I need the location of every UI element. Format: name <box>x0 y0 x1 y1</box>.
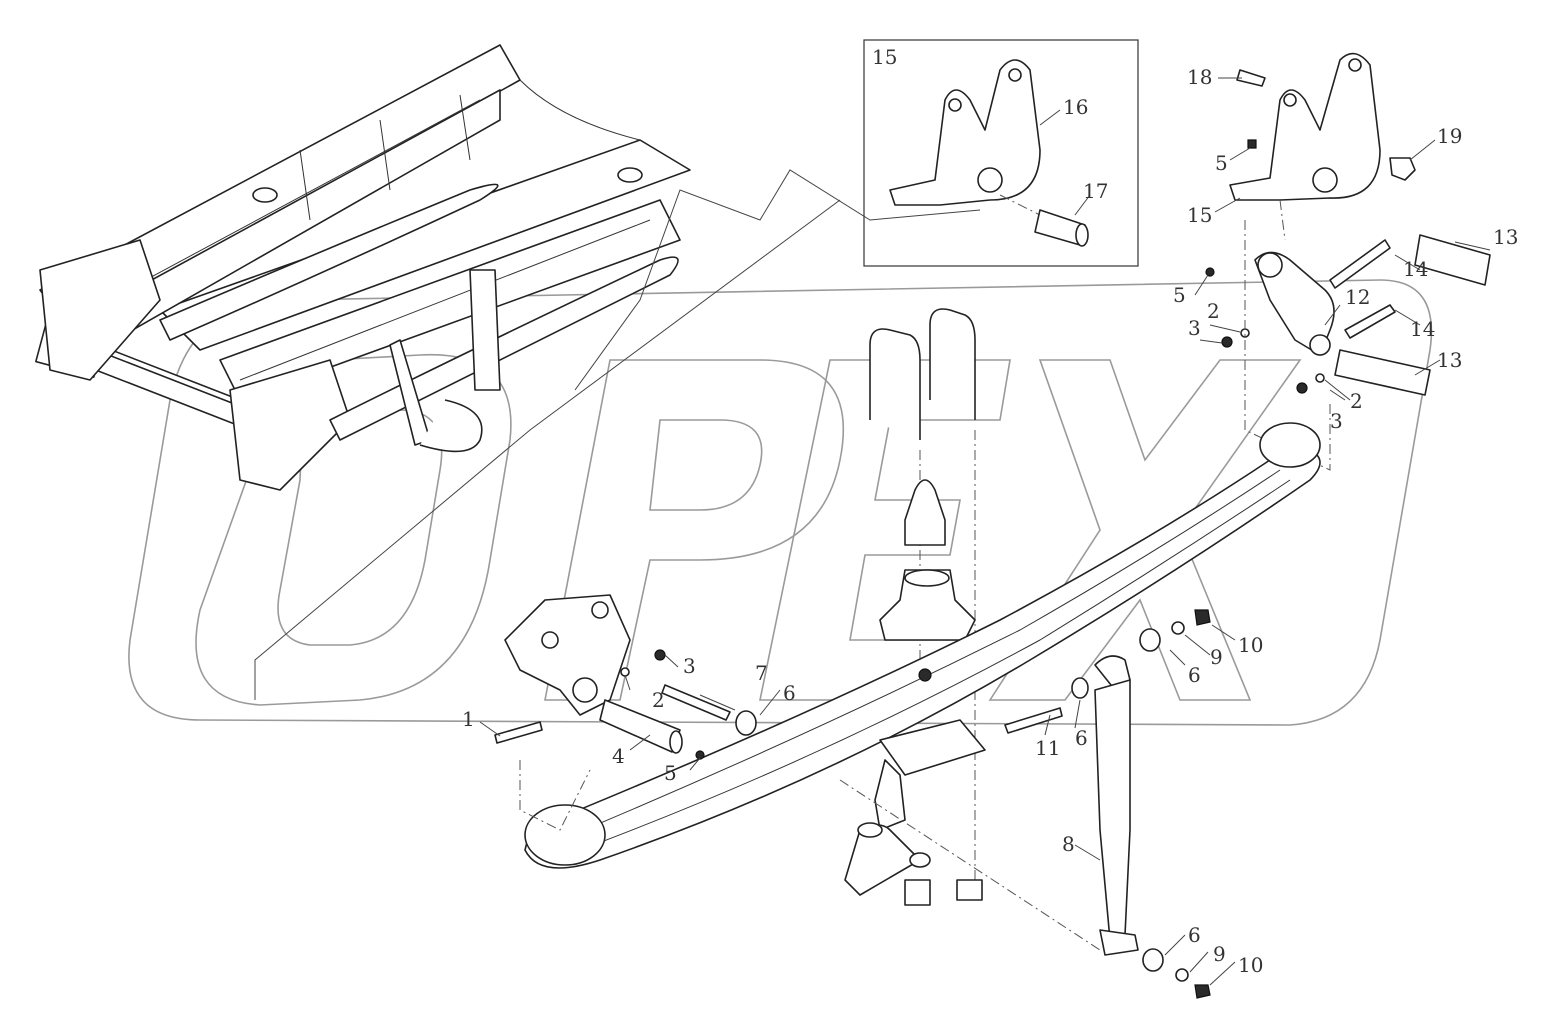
axle-seat <box>844 668 986 906</box>
spring-shackle <box>1205 199 1491 471</box>
callout-3: 3 <box>1188 316 1201 340</box>
callout-3: 3 <box>683 654 696 678</box>
spring-bracket <box>1229 52 1416 201</box>
callout-5: 5 <box>1215 151 1228 175</box>
callout-18: 18 <box>1187 65 1212 89</box>
callout-5: 5 <box>664 761 677 785</box>
callout-7: 7 <box>755 661 768 685</box>
u-bolts <box>869 308 976 880</box>
leaf-spring <box>524 422 1321 869</box>
front-hanger <box>504 594 631 831</box>
callout-labels: 1 2 2 2 3 3 3 4 5 5 5 6 6 6 6 7 8 9 9 10… <box>462 45 1518 977</box>
callout-leaders <box>479 77 1491 986</box>
callout-9: 9 <box>1210 645 1223 669</box>
callout-11: 11 <box>1035 736 1060 760</box>
callout-8: 8 <box>1062 832 1075 856</box>
callout-6: 6 <box>1075 726 1088 750</box>
callout-12: 12 <box>1345 285 1370 309</box>
callout-13: 13 <box>1437 348 1462 372</box>
callout-2: 2 <box>652 688 665 712</box>
front-fasteners <box>494 649 757 760</box>
callout-16: 16 <box>1063 95 1088 119</box>
shock-absorber <box>839 609 1211 999</box>
callout-17: 17 <box>1083 179 1108 203</box>
bump-stop <box>879 479 976 641</box>
callout-14: 14 <box>1403 257 1428 281</box>
callout-10: 10 <box>1238 953 1263 977</box>
callout-14: 14 <box>1410 317 1435 341</box>
inset-frame <box>863 39 1139 267</box>
callout-9: 9 <box>1213 942 1226 966</box>
callout-6: 6 <box>1188 923 1201 947</box>
callout-3: 3 <box>1330 409 1343 433</box>
chassis-frame-assembly <box>35 44 691 491</box>
callout-13: 13 <box>1493 225 1518 249</box>
callout-4: 4 <box>612 744 625 768</box>
callout-6: 6 <box>783 681 796 705</box>
callout-10: 10 <box>1238 633 1263 657</box>
spring-bracket-inset <box>889 59 1089 247</box>
assembly-leaders <box>254 169 981 700</box>
callout-15: 15 <box>1187 203 1212 227</box>
callout-2: 2 <box>1207 299 1220 323</box>
callout-19: 19 <box>1437 124 1462 148</box>
inset-label: 15 <box>872 45 897 69</box>
callout-1: 1 <box>462 707 475 731</box>
callout-5: 5 <box>1173 283 1186 307</box>
callout-2: 2 <box>1350 389 1363 413</box>
callout-6: 6 <box>1188 663 1201 687</box>
